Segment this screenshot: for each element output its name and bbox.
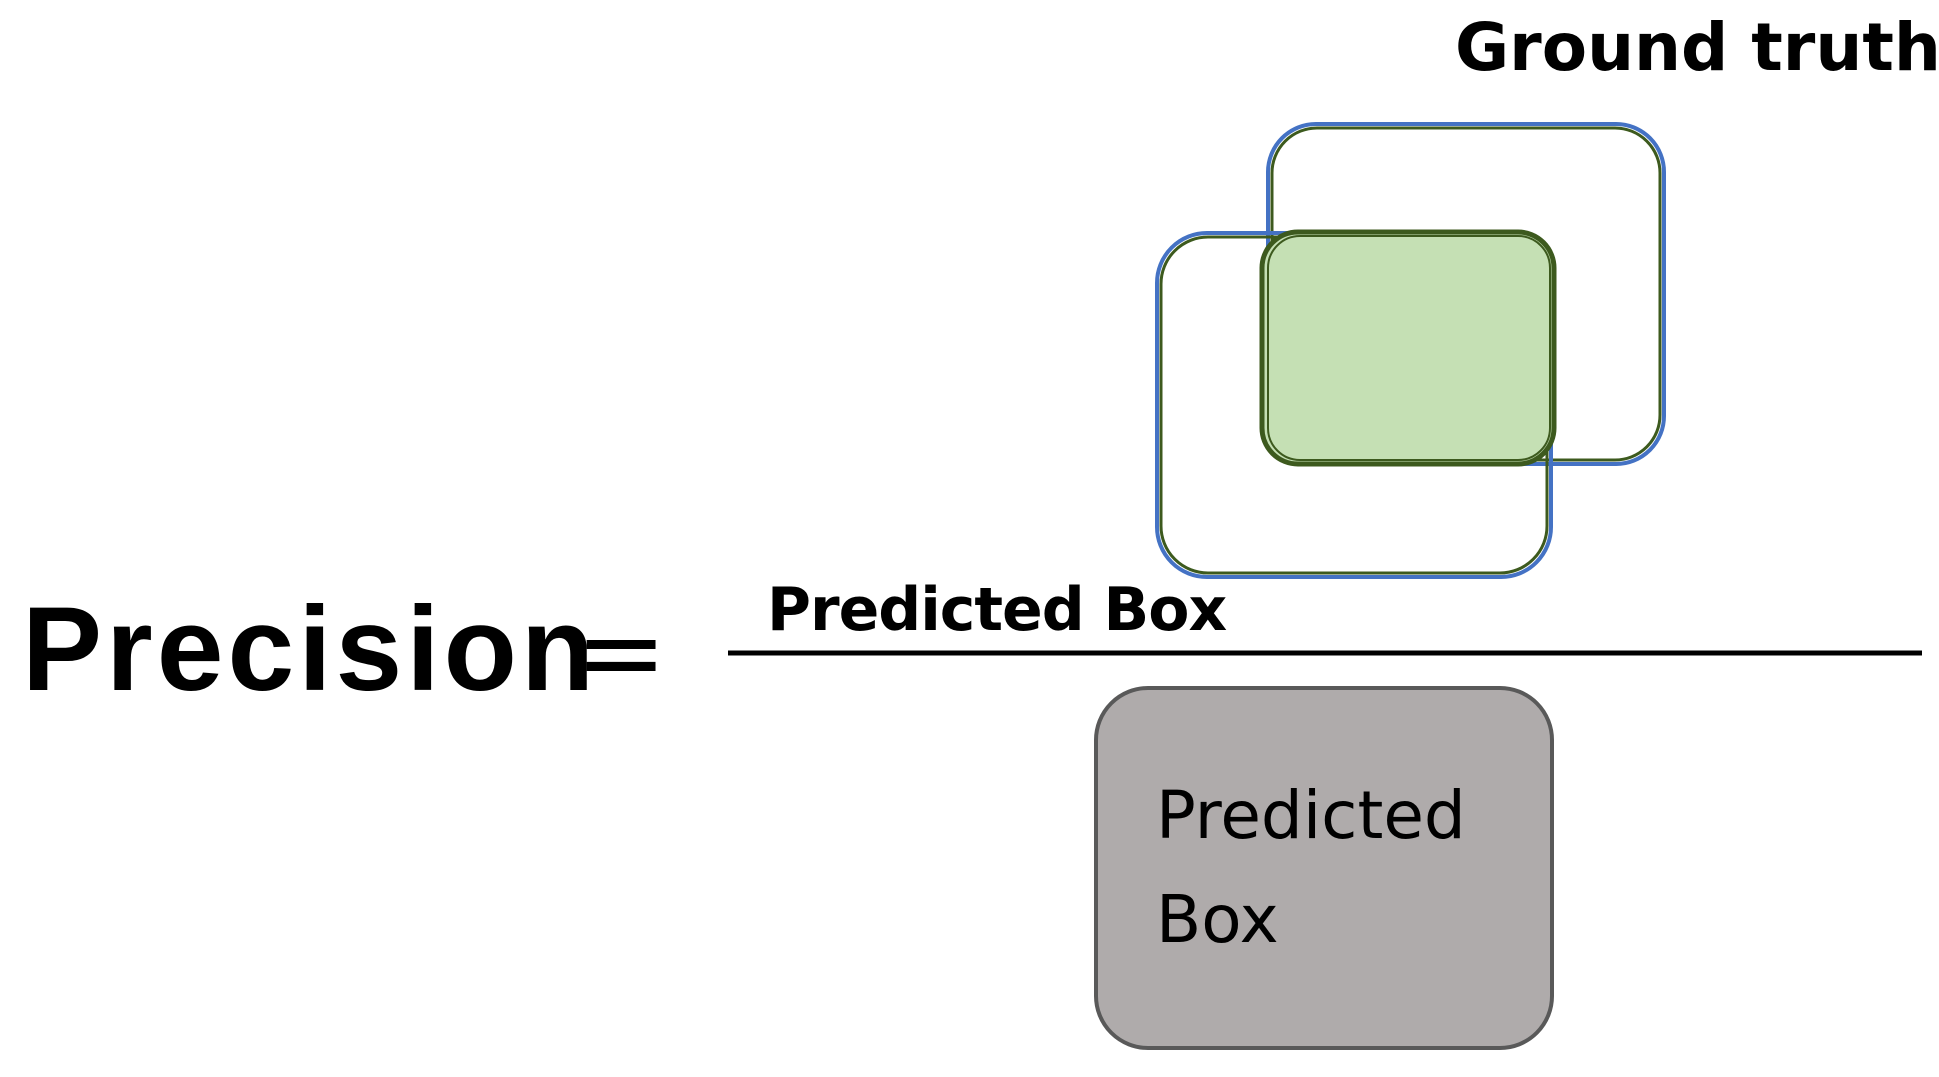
precision-label: Precision	[22, 582, 598, 716]
equals-sign: =	[575, 588, 667, 716]
intersection-area	[1259, 229, 1557, 467]
denominator-box	[1094, 686, 1554, 1050]
denominator-label-line2: Box	[1156, 881, 1279, 958]
numerator-label: Predicted Box	[767, 575, 1227, 645]
ground-truth-label: Ground truth	[1455, 9, 1939, 86]
denominator-label-line1: Predicted	[1156, 777, 1466, 854]
intersection-area-outline	[1267, 235, 1551, 461]
